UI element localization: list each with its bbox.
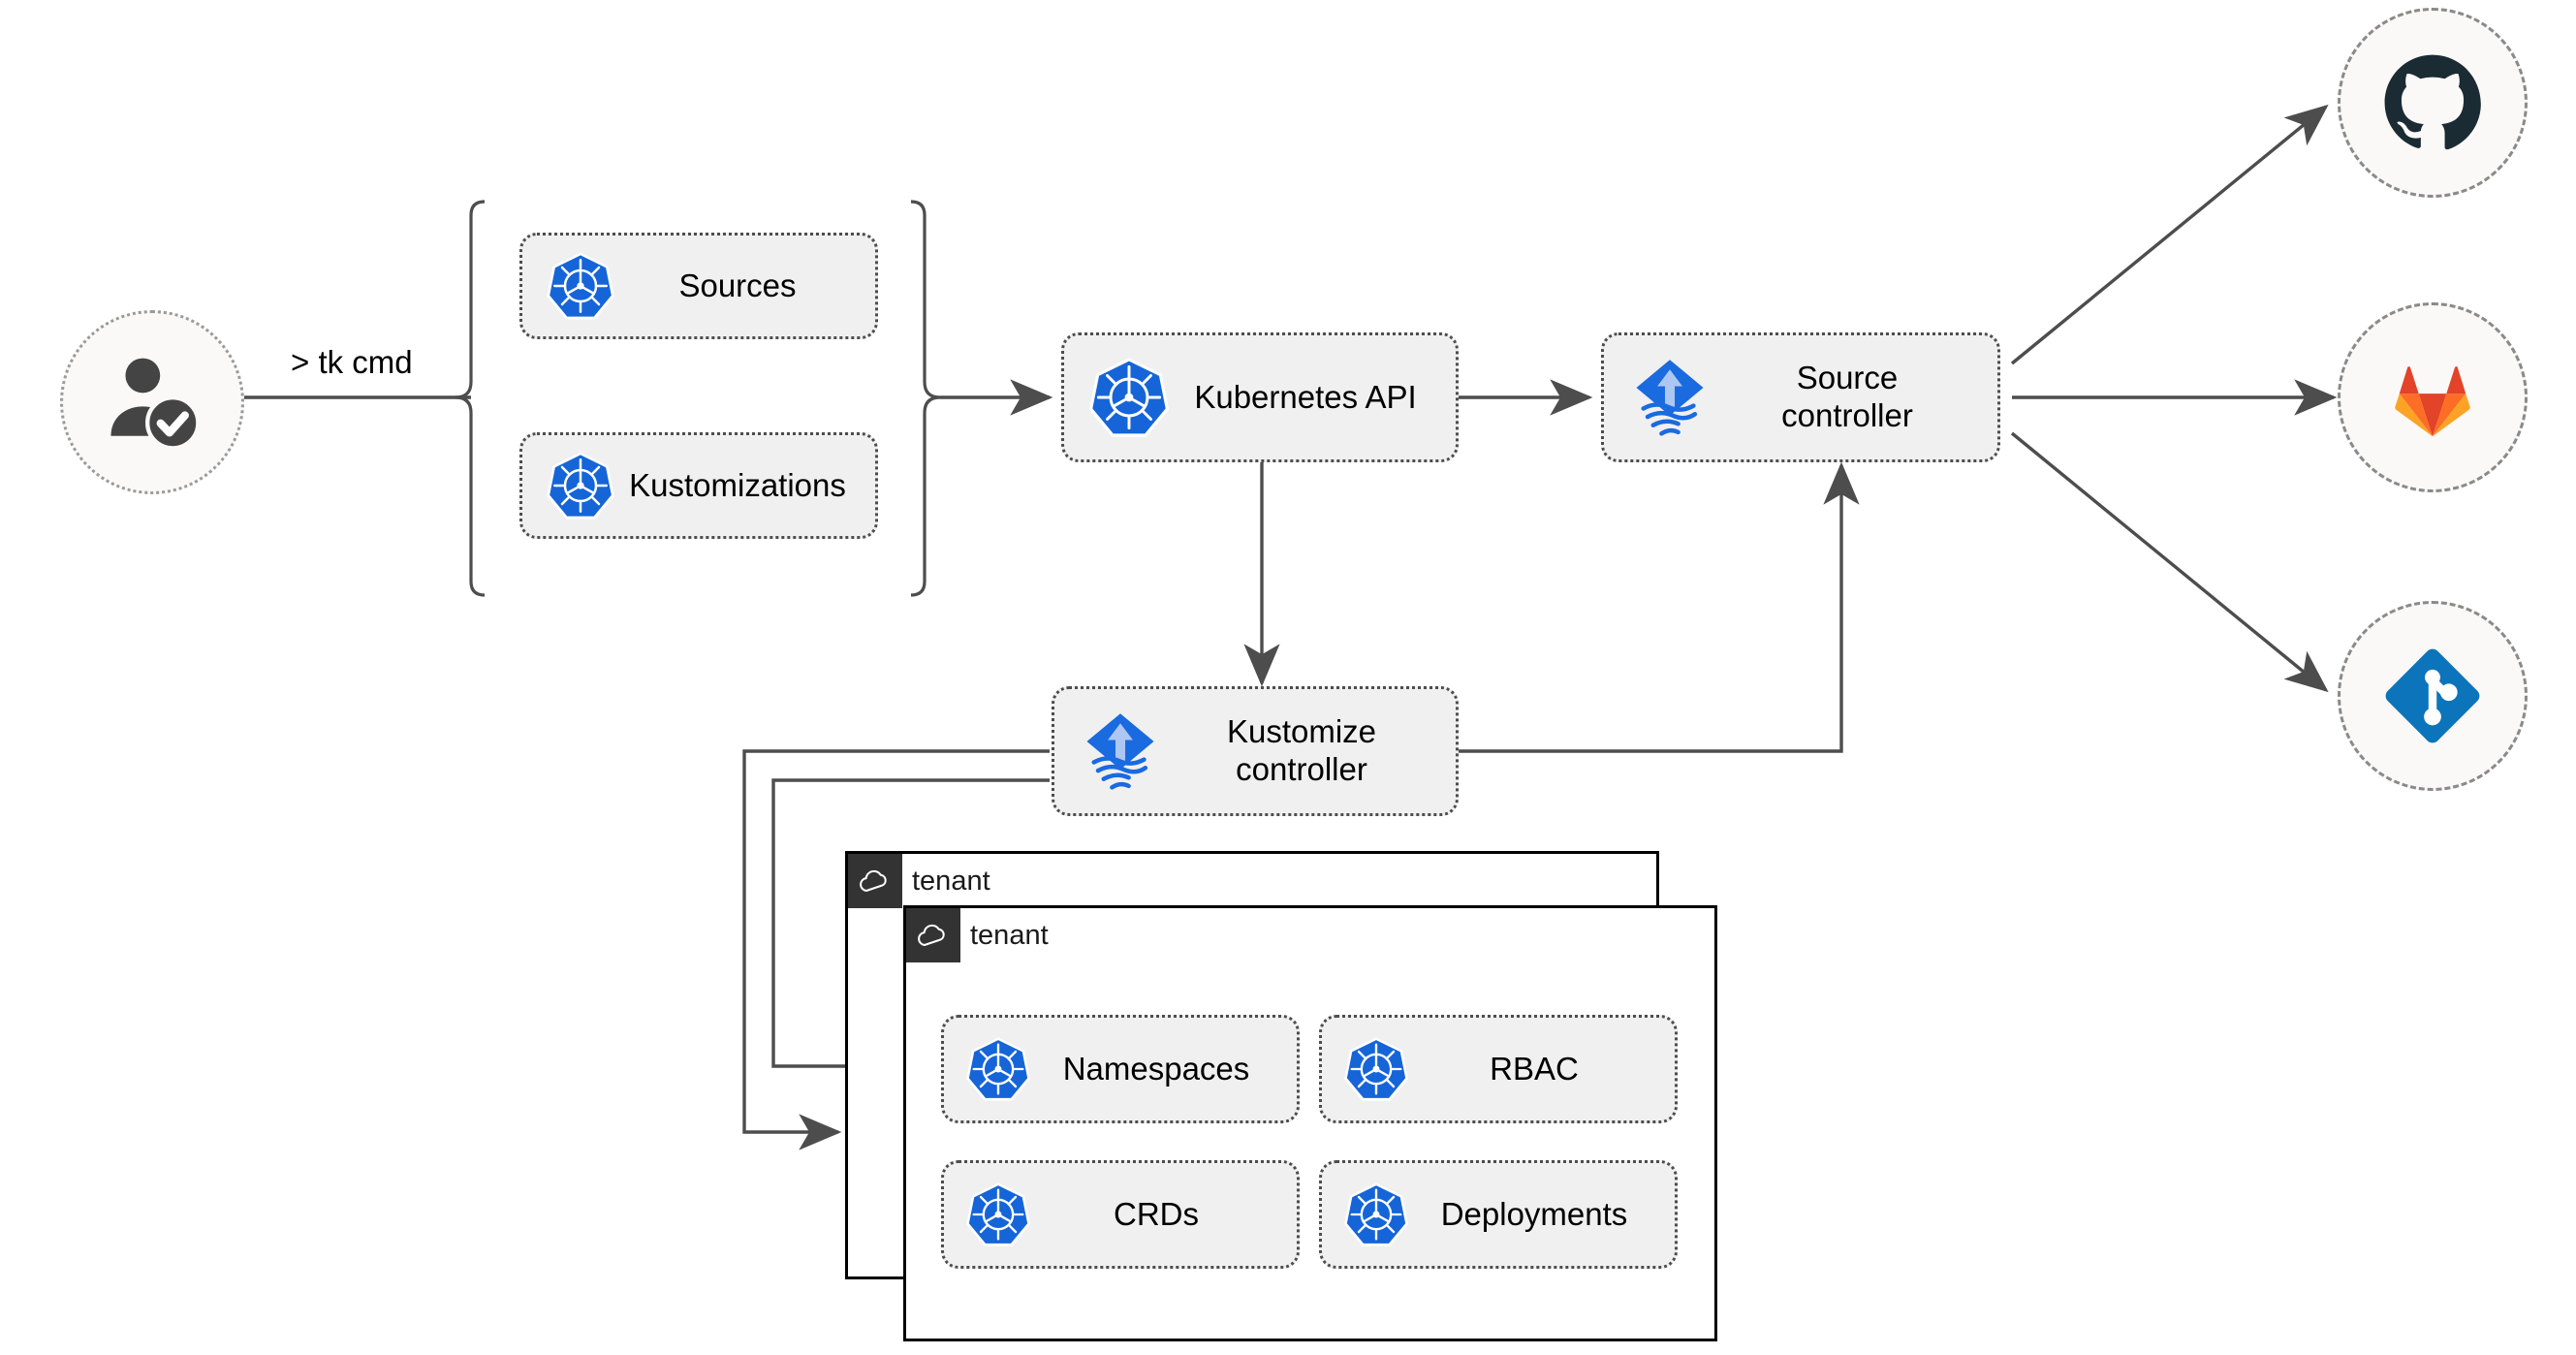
arrow-kustomize-to-source <box>1456 461 1860 753</box>
command-label: > tk cmd <box>291 344 413 380</box>
tenant-panel-2[interactable]: tenant <box>903 905 1717 1341</box>
node-deployments-label: Deployments <box>1440 1195 1628 1232</box>
node-rbac-label: RBAC <box>1490 1050 1579 1087</box>
kubernetes-icon <box>944 1034 1033 1104</box>
flux-icon <box>1604 353 1714 442</box>
node-crds[interactable]: CRDs <box>941 1160 1300 1269</box>
node-kubernetes-api[interactable]: Kubernetes API <box>1061 332 1459 462</box>
node-kustomize-controller-label: Kustomize controller <box>1226 713 1377 787</box>
provider-github[interactable] <box>2338 8 2528 198</box>
arrow-source-to-github <box>2010 104 2329 365</box>
tenant-panel-2-title: tenant <box>970 919 1049 951</box>
actor-user <box>60 310 244 494</box>
node-sources[interactable]: Sources <box>519 233 878 339</box>
github-icon <box>2384 54 2481 150</box>
flux-icon <box>1054 707 1165 796</box>
git-icon <box>2385 648 2480 743</box>
user-verified-icon <box>110 358 201 451</box>
brace-left <box>455 200 486 597</box>
kubernetes-icon <box>944 1180 1033 1249</box>
node-source-controller-label: Source controller <box>1781 360 1913 433</box>
node-kustomizations[interactable]: Kustomizations <box>519 432 878 539</box>
kubernetes-icon <box>522 249 617 323</box>
node-kustomize-controller[interactable]: Kustomize controller <box>1052 686 1459 816</box>
kubernetes-icon <box>1322 1180 1411 1249</box>
node-namespaces-label: Namespaces <box>1062 1050 1250 1087</box>
kubernetes-icon <box>1064 354 1173 441</box>
node-sources-label: Sources <box>678 267 797 303</box>
gitlab-icon <box>2395 366 2470 437</box>
node-rbac[interactable]: RBAC <box>1319 1015 1678 1123</box>
node-crds-label: CRDs <box>1114 1195 1199 1232</box>
arrow-source-to-git <box>2010 431 2329 693</box>
cloud-icon <box>848 854 902 908</box>
kubernetes-icon <box>522 449 617 522</box>
node-namespaces[interactable]: Namespaces <box>941 1015 1300 1123</box>
provider-git[interactable] <box>2338 601 2528 791</box>
cloud-icon <box>906 908 960 962</box>
node-deployments[interactable]: Deployments <box>1319 1160 1678 1269</box>
node-source-controller[interactable]: Source controller <box>1601 332 2000 462</box>
tenant-panel-1-title: tenant <box>912 865 990 897</box>
brace-right <box>910 200 941 597</box>
node-kustomizations-label: Kustomizations <box>629 466 846 503</box>
node-kubernetes-api-label: Kubernetes API <box>1194 378 1417 415</box>
provider-gitlab[interactable] <box>2338 302 2528 492</box>
kubernetes-icon <box>1322 1034 1411 1104</box>
